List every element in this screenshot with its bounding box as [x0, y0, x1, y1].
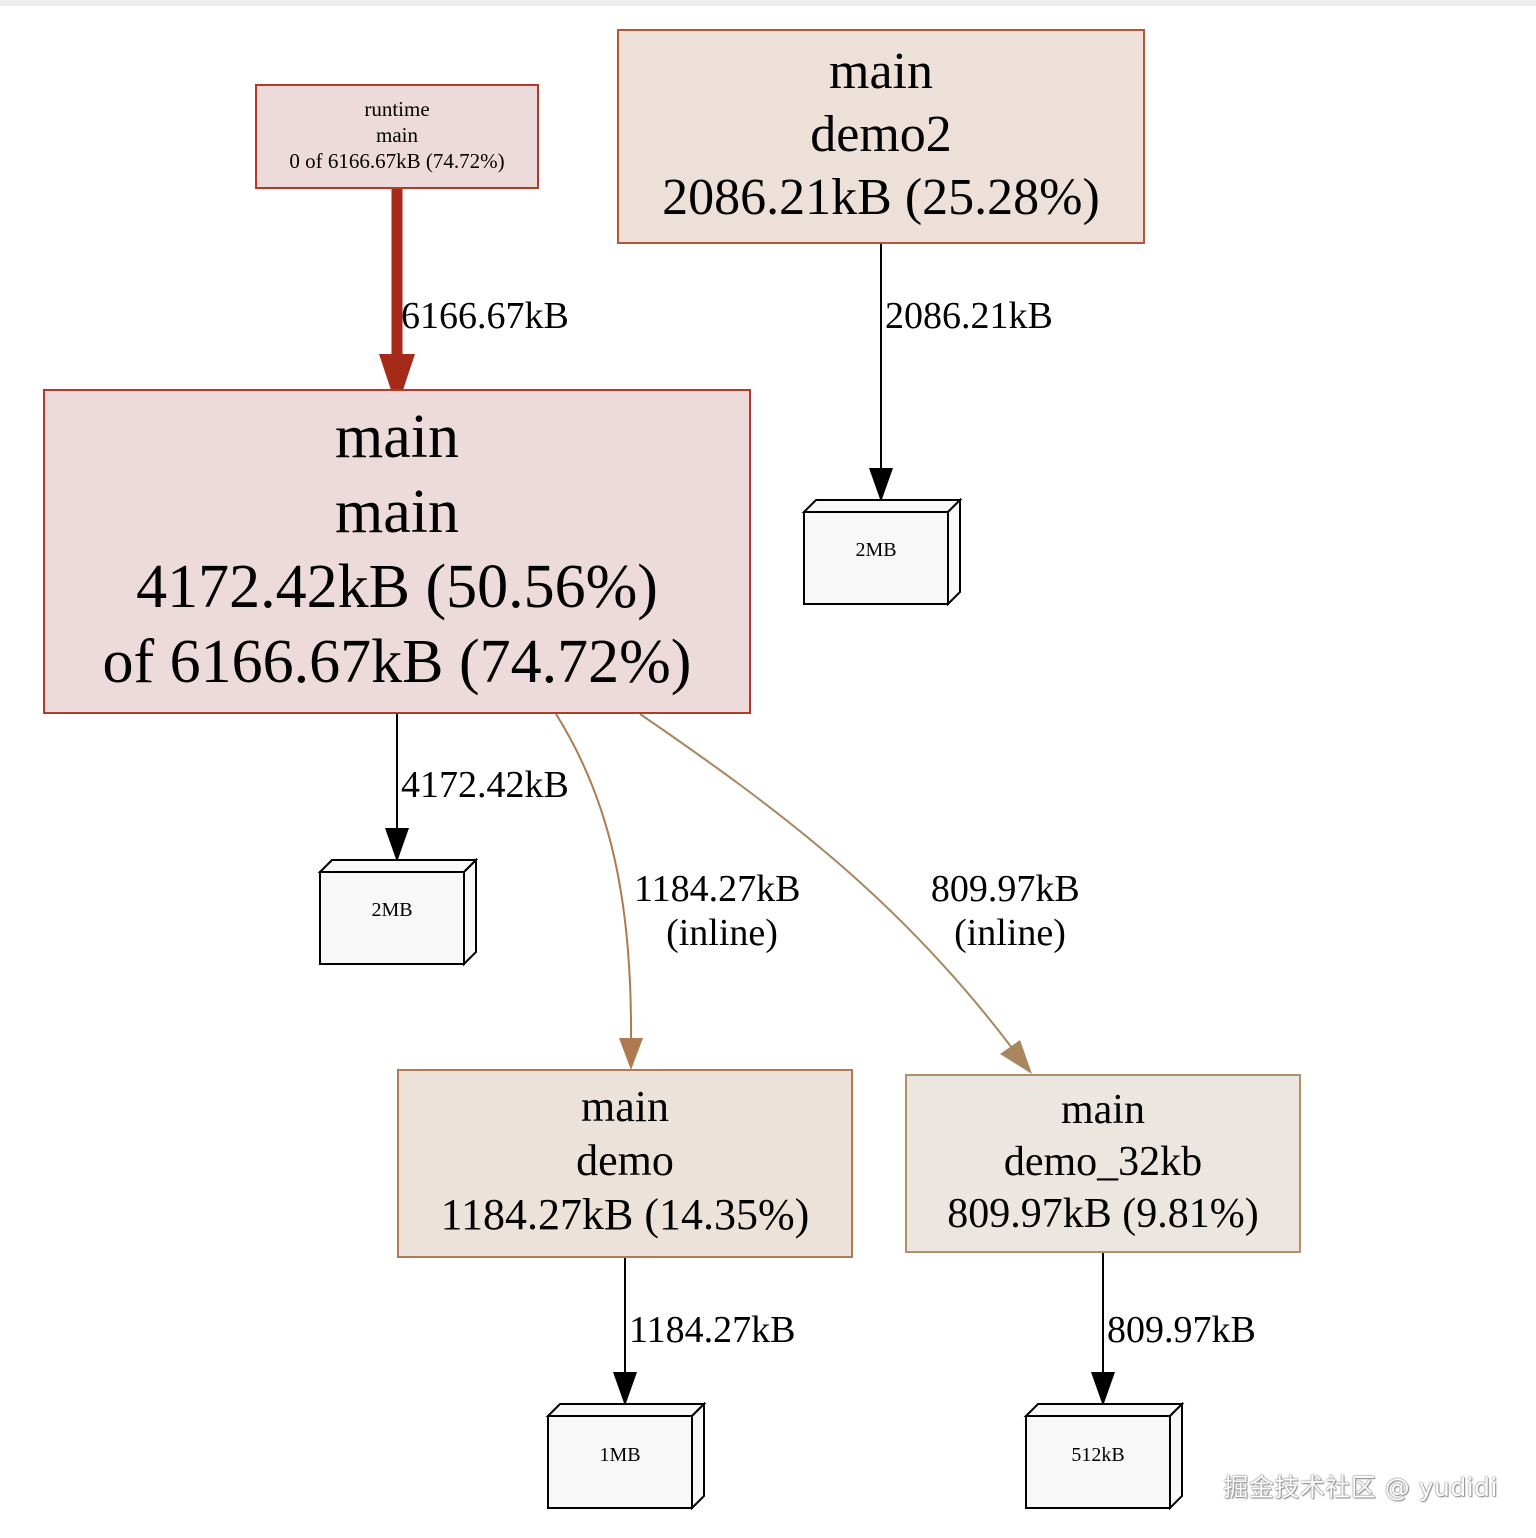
box-top-face [1023, 1403, 1185, 1417]
edge-label-demo32-to-leaf: 809.97kB [1107, 1309, 1256, 1351]
edge-arrowhead [619, 1038, 643, 1070]
node-label-line1: main [335, 403, 459, 471]
edge-arrowhead [379, 354, 415, 408]
edge-main-to-leaf[interactable]: 4172.42kB [385, 714, 569, 862]
edge-label-line2: (inline) [954, 912, 1066, 954]
edge-arrowhead [1000, 1040, 1032, 1074]
box-side-face [691, 1401, 705, 1511]
leaf-box-demo[interactable]: 1MB [545, 1401, 707, 1511]
edge-runtime-to-main[interactable]: 6166.67kB [379, 189, 569, 408]
box-top-face [545, 1403, 707, 1417]
node-label-line2: demo [576, 1136, 674, 1185]
leaf-box-demo2[interactable]: 2MB [801, 497, 963, 607]
edge-arrowhead [869, 468, 893, 502]
edge-main-to-demo[interactable]: 1184.27kB (inline) [555, 713, 810, 1070]
node-box [905, 1074, 1301, 1253]
box-front-face [319, 871, 465, 965]
leaf-label: 2MB [371, 899, 412, 921]
box-front-face [803, 511, 949, 605]
node-box [255, 84, 539, 189]
box-side-face [463, 857, 477, 967]
node-box [617, 29, 1145, 244]
watermark-text: 掘金技术社区 @ yudidi [1223, 1473, 1498, 1502]
node-label-line2: demo2 [810, 106, 952, 163]
box-side-face [1169, 1401, 1183, 1511]
box-front-face [1025, 1415, 1171, 1509]
box-side-face [947, 497, 961, 607]
edge-label-line1: 1184.27kB [634, 868, 800, 910]
node-main-main[interactable]: main main 4172.42kB (50.56%) of 6166.67k… [43, 389, 751, 714]
node-label-line1: main [1061, 1087, 1145, 1133]
edge-label-main-to-demo: 1184.27kB (inline) [634, 868, 810, 954]
node-label-line3: 2086.21kB (25.28%) [662, 169, 1100, 226]
edge-label-runtime-to-main: 6166.67kB [401, 295, 569, 337]
leaf-label: 2MB [855, 539, 896, 561]
edge-main-to-demo32[interactable]: 809.97kB (inline) [639, 713, 1089, 1074]
node-label-line2: main [376, 123, 418, 147]
node-label-line3: 4172.42kB (50.56%) [136, 553, 658, 621]
box-top-face [801, 499, 963, 513]
node-label-line3: 1184.27kB (14.35%) [441, 1190, 810, 1239]
edge-arrowhead [613, 1372, 637, 1406]
leaf-label: 512kB [1071, 1444, 1124, 1466]
node-main-demo2[interactable]: main demo2 2086.21kB (25.28%) [617, 29, 1145, 244]
edge-label-main-to-leaf: 4172.42kB [401, 764, 569, 806]
leaf-label: 1MB [599, 1444, 640, 1466]
edge-label-demo-to-leaf: 1184.27kB [629, 1309, 795, 1351]
edge-arrowhead [385, 828, 409, 862]
node-label-line1: runtime [364, 97, 429, 121]
node-runtime-main[interactable]: runtime main 0 of 6166.67kB (74.72%) [255, 84, 539, 189]
edge-demo32-to-leaf[interactable]: 809.97kB [1091, 1253, 1256, 1406]
edge-curve [639, 713, 1013, 1049]
edge-demo2-to-leaf[interactable]: 2086.21kB [869, 244, 1053, 502]
node-label-line3: 0 of 6166.67kB (74.72%) [289, 149, 504, 173]
box-top-face [317, 859, 479, 873]
edge-label-line2: (inline) [666, 912, 778, 954]
leaf-box-demo32[interactable]: 512kB [1023, 1401, 1185, 1511]
edge-label-main-to-demo32: 809.97kB (inline) [931, 868, 1089, 954]
node-label-line4: of 6166.67kB (74.72%) [103, 628, 692, 696]
edge-demo-to-leaf[interactable]: 1184.27kB [613, 1258, 795, 1406]
edge-arrowhead [1091, 1372, 1115, 1406]
box-front-face [547, 1415, 693, 1509]
node-box [43, 389, 751, 714]
node-label-line1: main [581, 1082, 669, 1131]
top-strip [0, 0, 1536, 6]
node-label-line2: main [335, 478, 459, 546]
edge-curve [555, 713, 633, 1041]
node-label-line3: 809.97kB (9.81%) [947, 1191, 1258, 1237]
edge-label-line1: 809.97kB [931, 868, 1080, 910]
node-main-demo[interactable]: main demo 1184.27kB (14.35%) [397, 1069, 853, 1258]
node-label-line1: main [829, 43, 933, 100]
node-box [397, 1069, 853, 1258]
edge-label-demo2-to-leaf: 2086.21kB [885, 295, 1053, 337]
node-label-line2: demo_32kb [1004, 1139, 1202, 1185]
node-main-demo-32kb[interactable]: main demo_32kb 809.97kB (9.81%) [905, 1074, 1301, 1253]
leaf-box-main[interactable]: 2MB [317, 857, 479, 967]
